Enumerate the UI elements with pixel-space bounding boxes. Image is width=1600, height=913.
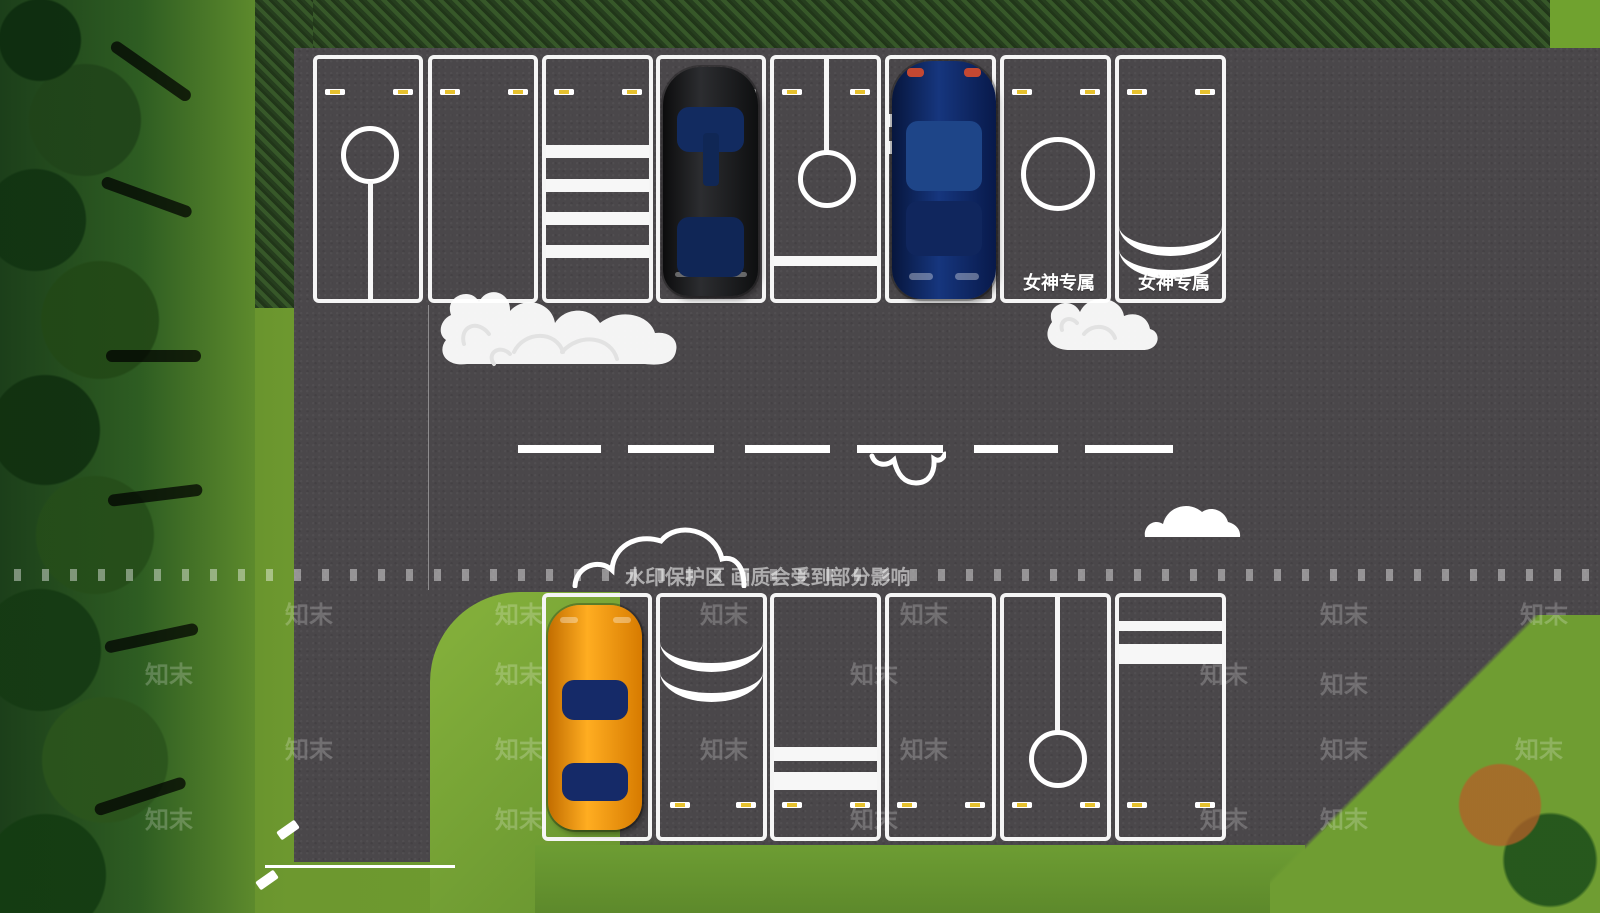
zebra-marking [546, 145, 649, 158]
parking-stall-top-7[interactable]: 女神专属 [1000, 55, 1111, 303]
bottom-grass [535, 845, 1305, 913]
parking-stall-bottom-4[interactable] [885, 593, 996, 841]
center-lane-dash [745, 445, 830, 453]
cloud-icon [572, 527, 747, 588]
watermark-diamond-row [0, 569, 1600, 581]
parking-stall-bottom-1[interactable] [542, 593, 652, 841]
parking-stall-top-2[interactable] [428, 55, 538, 303]
center-lane-dash [518, 445, 601, 453]
wheel-stop-reflector [1080, 802, 1100, 808]
wheel-stop-reflector [440, 89, 460, 95]
watermark-banner: 水印保护区 画质会受到部分影响 [625, 567, 911, 589]
car-light [909, 273, 933, 280]
wheel-stop-reflector [897, 802, 917, 808]
right-grass [1270, 615, 1600, 913]
car-light [675, 272, 697, 277]
car-roof-panel [703, 133, 719, 186]
car-light [725, 272, 747, 277]
parking-stall-bottom-5[interactable] [1000, 593, 1111, 841]
parking-stall-top-3[interactable] [542, 55, 653, 303]
wheel-stop-reflector [782, 802, 802, 808]
wheel-stop-reflector [1012, 802, 1032, 808]
small-sign-icon [255, 869, 279, 891]
wheel-stop-reflector [670, 802, 690, 808]
circle-marking-icon [341, 126, 399, 184]
stall-cross-line [774, 747, 877, 761]
women-stall-label: 女神专属 [1023, 273, 1095, 293]
car-light [907, 68, 924, 77]
wheel-stop-reflector [736, 802, 756, 808]
black-car-icon[interactable] [663, 67, 758, 296]
cloud-icon [1047, 298, 1158, 350]
top-hedge [255, 0, 1550, 48]
zebra-marking [546, 245, 649, 258]
wheel-stop-reflector [508, 89, 528, 95]
center-lane-dash [628, 445, 714, 453]
wheel-stop-reflector [1195, 89, 1215, 95]
orange-car-icon[interactable] [548, 605, 642, 830]
stall-cross-line [1119, 644, 1222, 664]
blue-car-icon[interactable] [892, 61, 996, 299]
center-lane-dash [974, 445, 1058, 453]
parking-stall-bottom-6[interactable] [1115, 593, 1226, 841]
wheel-stop-reflector [325, 89, 345, 95]
parking-stall-bottom-3[interactable] [770, 593, 881, 841]
wheel-stop-reflector [1012, 89, 1032, 95]
wheel-stop-reflector [622, 89, 642, 95]
stall-center-line [1055, 597, 1060, 734]
parking-stall-top-8[interactable]: 女神专属 [1115, 55, 1226, 303]
cloud-icon [440, 292, 677, 366]
car-light [964, 68, 981, 77]
center-lane-dash [857, 445, 943, 453]
car-light [613, 617, 631, 623]
car-light [560, 617, 578, 623]
wheel-stop-reflector [782, 89, 802, 95]
lane-divider-line [428, 305, 429, 590]
stall-center-line [368, 181, 373, 303]
tree-strip [0, 0, 255, 913]
wheel-stop-reflector [1195, 802, 1215, 808]
stall-cross-line [774, 256, 877, 266]
zebra-marking [546, 212, 649, 225]
stall-center-line [824, 59, 829, 151]
wheel-stop-reflector [1080, 89, 1100, 95]
curb-line [265, 865, 455, 868]
parking-stall-top-5[interactable] [770, 55, 881, 303]
wheel-stop-reflector [850, 89, 870, 95]
circle-marking-icon [798, 150, 856, 208]
stall-cross-line [1119, 621, 1222, 631]
wheel-stop-reflector [1127, 802, 1147, 808]
stall-cross-line [774, 772, 877, 790]
wheel-stop-reflector [850, 802, 870, 808]
tree-shadow-icon [106, 350, 201, 362]
wheel-stop-reflector [965, 802, 985, 808]
circle-marking-icon [1029, 730, 1087, 788]
wheel-stop-reflector [393, 89, 413, 95]
women-stall-label: 女神专属 [1138, 273, 1210, 293]
wheel-stop-reflector [1127, 89, 1147, 95]
wheel-stop-reflector [554, 89, 574, 95]
cloud-icon [869, 451, 946, 486]
circle-marking-icon [1021, 137, 1095, 211]
center-lane-dash [1085, 445, 1173, 453]
parking-stall-top-1[interactable] [313, 55, 423, 303]
parking-stall-bottom-2[interactable] [656, 593, 767, 841]
zebra-marking [546, 179, 649, 192]
cloud-icon [1144, 505, 1241, 537]
arc-marking [660, 642, 763, 702]
car-light [955, 273, 979, 280]
